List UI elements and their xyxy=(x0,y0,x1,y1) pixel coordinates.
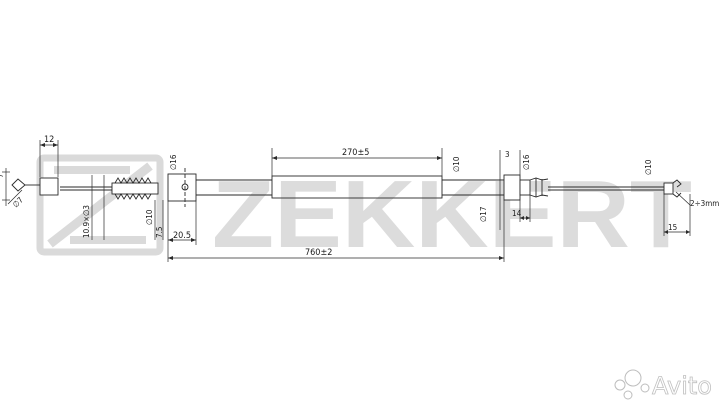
right-tip xyxy=(663,179,682,198)
right-collar xyxy=(503,174,549,201)
dim-adjuster-diameter: ∅10 xyxy=(145,209,154,225)
cable-body xyxy=(11,168,682,207)
dim-collar-length: 14 xyxy=(512,209,522,218)
brand-watermark: ZEKKERT xyxy=(36,154,692,268)
brand-watermark-text: ZEKKERT xyxy=(212,161,692,268)
outer-sheath xyxy=(196,175,504,199)
dim-adjuster-thread: 10.9×∅3 xyxy=(82,205,91,238)
avito-wordmark: Avito xyxy=(652,372,712,400)
dimension-lines xyxy=(2,140,691,262)
dim-end-fitting-diameter: ∅7 xyxy=(11,195,25,209)
dim-collar-diameter-outer: ∅16 xyxy=(522,154,531,170)
dim-bracket-offset: 20.5 xyxy=(173,231,191,241)
left-terminal xyxy=(11,177,59,196)
dim-bracket-diameter: ∅16 xyxy=(169,154,178,170)
marketplace-watermark: Avito xyxy=(614,369,712,400)
dim-tip-diameter: ∅10 xyxy=(644,159,653,175)
dim-sleeve-length: 270±5 xyxy=(342,148,369,158)
spring-adjuster xyxy=(111,177,159,200)
dim-sleeve-diameter: ∅10 xyxy=(452,156,461,172)
brand-logo-icon xyxy=(36,154,164,256)
dim-collar-width: 3 xyxy=(505,150,510,159)
dimension-arrows xyxy=(40,143,690,260)
dim-tip-length: 15 xyxy=(668,223,677,232)
dim-collar-diameter-inner: ∅17 xyxy=(479,207,488,222)
mounting-bracket xyxy=(167,168,197,207)
dim-overall-length: 760±2 xyxy=(305,248,332,258)
avito-dots-icon xyxy=(614,369,650,400)
dim-spring-width: 7.5 xyxy=(155,227,164,238)
dim-tip-range: 2÷3mm xyxy=(690,199,719,208)
dim-end-fitting-gap: 7 xyxy=(0,173,5,178)
dim-terminal-length: 12 xyxy=(44,135,54,145)
dimension-labels: 7 ∅7 12 10.9×∅3 ∅10 7.5 ∅16 20.5 270±5 ∅… xyxy=(0,135,719,258)
